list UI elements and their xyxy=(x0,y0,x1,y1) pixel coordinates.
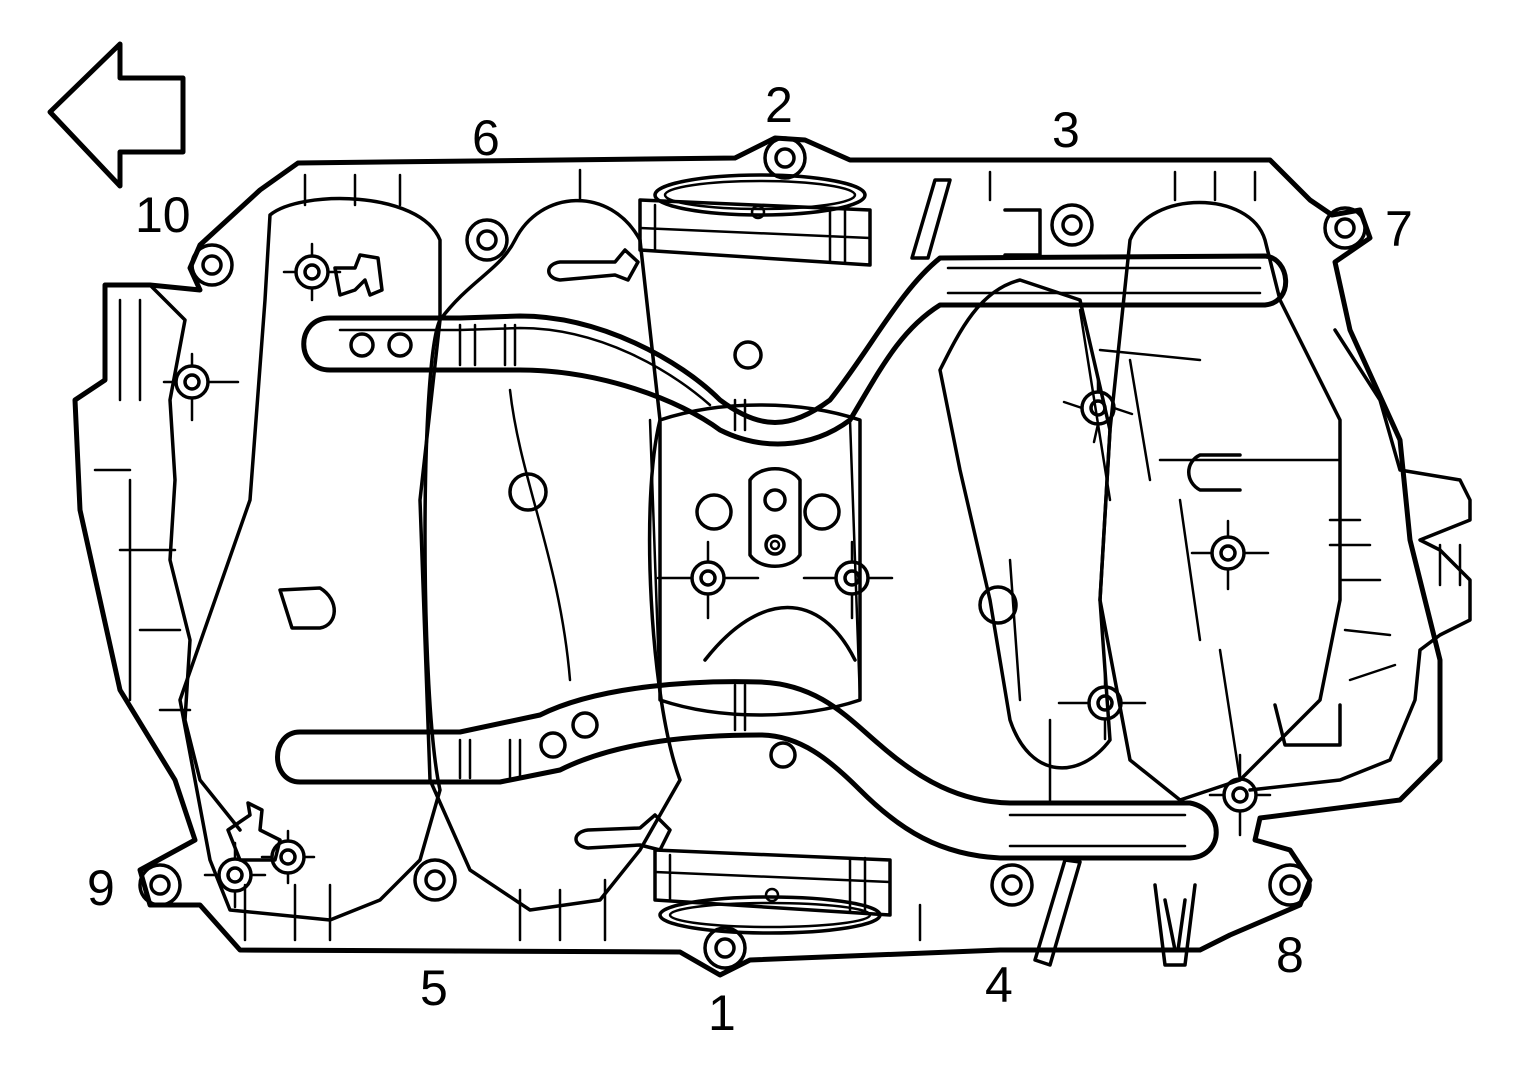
sensor-port-inner xyxy=(769,539,781,551)
lower-right-clip xyxy=(1153,883,1197,967)
upper-port-ring-inner xyxy=(663,179,857,211)
callout-3: 3 xyxy=(1052,102,1080,158)
callout-10: 10 xyxy=(135,187,191,243)
upper-left-bracket xyxy=(333,253,384,297)
lower-port-ring xyxy=(658,895,882,935)
callout-5: 5 xyxy=(420,960,448,1016)
right-housing xyxy=(1248,328,1472,792)
callout-7: 7 xyxy=(1385,201,1413,257)
callout-4: 4 xyxy=(985,957,1013,1013)
stud-fasteners xyxy=(162,242,1272,909)
direction-arrow-icon xyxy=(47,41,186,189)
plain-holes xyxy=(349,332,1018,769)
lower-left-bracket xyxy=(226,801,282,862)
upper-throttle-flange xyxy=(638,198,872,267)
runner-3 xyxy=(938,278,1112,770)
callout-6: 6 xyxy=(472,110,500,166)
left-bracket-plate xyxy=(278,586,336,630)
sensor-hole xyxy=(763,488,787,512)
lower-throttle-flange xyxy=(653,848,892,917)
upper-mid-boss xyxy=(1003,208,1042,257)
upper-crossover-tube xyxy=(301,253,1289,447)
runner-2 xyxy=(418,198,682,912)
callout-8: 8 xyxy=(1276,927,1304,983)
left-housing-detail xyxy=(93,298,192,712)
flange-tabs xyxy=(243,168,1257,942)
lower-crossover-inner xyxy=(458,683,1187,848)
upper-port-ring xyxy=(653,173,867,217)
callout-1: 1 xyxy=(708,985,736,1041)
runner-dividers xyxy=(508,308,1342,802)
lower-port-screw xyxy=(764,887,780,903)
plenum-arc xyxy=(703,605,857,662)
lower-tube xyxy=(1033,858,1082,967)
central-plenum xyxy=(658,403,862,717)
lower-crossover-tube xyxy=(275,679,1219,861)
callout-2: 2 xyxy=(765,77,793,133)
upper-crossover-inner xyxy=(338,266,1262,432)
runner-1 xyxy=(178,196,442,922)
runner-4 xyxy=(1098,200,1342,802)
lower-vacuum-nipple xyxy=(574,813,672,852)
right-bracket xyxy=(1273,703,1342,747)
lower-throttle-flange-detail xyxy=(653,853,892,914)
pcv-tube xyxy=(910,178,952,260)
upper-vacuum-nipple xyxy=(547,248,640,282)
right-housing-detail xyxy=(1328,518,1462,682)
left-housing xyxy=(103,283,242,832)
manifold-flange-outline xyxy=(72,135,1443,978)
flange-bolt-holes xyxy=(138,136,1367,970)
callout-9: 9 xyxy=(87,860,115,916)
upper-port-screw xyxy=(750,204,766,220)
lower-port-ring-inner xyxy=(668,901,872,929)
sensor-port xyxy=(764,534,786,556)
upper-throttle-flange-detail xyxy=(638,203,872,264)
sensor-mount xyxy=(748,467,802,568)
right-bracket-plate xyxy=(1187,453,1242,492)
